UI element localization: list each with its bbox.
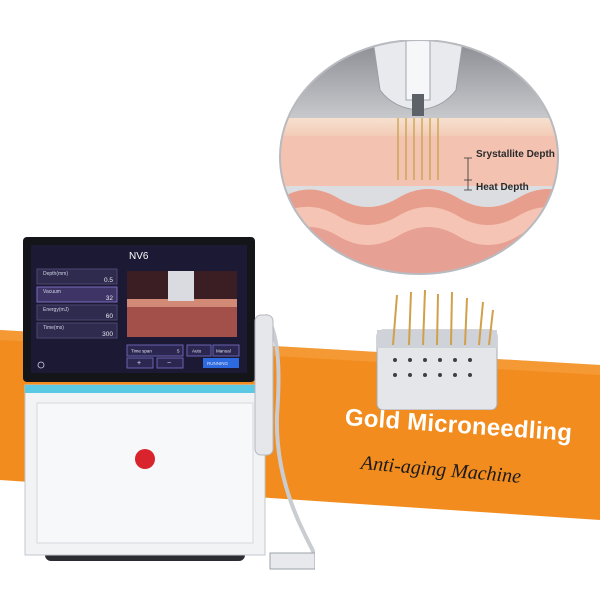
auto-button[interactable] [186,344,212,357]
svg-text:32: 32 [106,295,114,302]
svg-text:Time span: Time span [131,349,152,354]
touch-screen[interactable]: NV6 Depth(mm) 0.5 Vacuum 32 Energy(mJ) 6… [31,245,247,373]
svg-text:300: 300 [102,331,113,338]
plus-button[interactable] [126,357,154,369]
svg-text:Energy(mJ): Energy(mJ) [43,307,69,313]
manual-button[interactable] [212,344,240,357]
treatment-preview [127,271,237,337]
svg-text:Depth(mm): Depth(mm) [43,271,68,277]
svg-text:Time(ms): Time(ms) [43,325,64,331]
svg-text:60: 60 [106,313,114,320]
time-span-field[interactable] [126,344,184,357]
emergency-stop-button[interactable] [135,449,155,469]
running-button[interactable] [203,358,239,368]
skin-zoom-illustration: Srystallite Depth Heat Depth [279,40,559,275]
svg-text:−: − [167,360,171,367]
svg-text:+: + [137,360,141,367]
svg-text:5: 5 [177,349,180,354]
heat-depth-label: Heat Depth [476,182,529,193]
svg-text:Manual: Manual [216,349,231,354]
power-icon[interactable] [37,361,45,369]
svg-text:0.5: 0.5 [104,277,113,284]
param-row-depth[interactable]: Depth(mm) 0.5 [36,268,118,285]
param-row-energy[interactable]: Energy(mJ) 60 [36,304,118,321]
srystallite-depth-label: Srystallite Depth [476,149,555,160]
param-row-time[interactable]: Time(ms) 300 [36,322,118,339]
svg-text:Vacuum: Vacuum [43,289,61,295]
svg-text:Auto: Auto [192,349,202,354]
needle-cartridge [376,290,498,410]
minus-button[interactable] [156,357,184,369]
svg-text:RUNNING: RUNNING [207,361,228,366]
screen-logo: NV6 [129,251,149,262]
param-row-vacuum[interactable]: Vacuum 32 [36,286,118,303]
